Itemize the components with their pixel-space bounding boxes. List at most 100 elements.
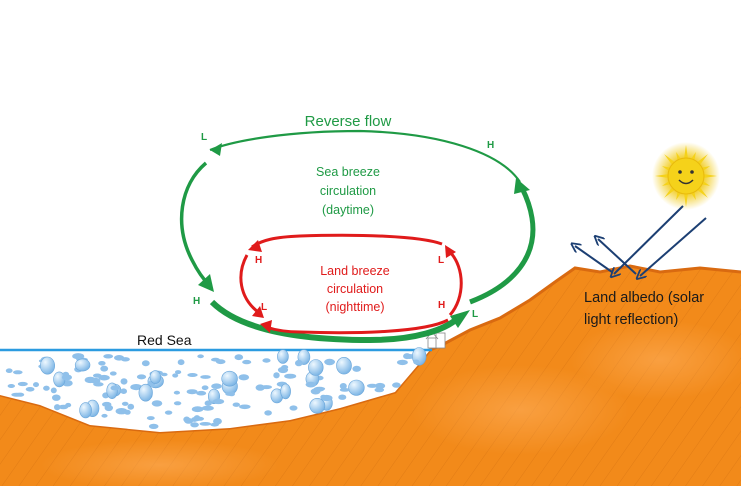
water-droplet [39,356,55,375]
water-droplet [403,353,411,360]
water-droplet [305,381,316,388]
land-breeze-descending-arrow [239,254,259,314]
water-droplet [284,373,297,379]
sea-breeze-label-line-1: Sea breeze [316,165,380,179]
water-droplet [190,422,199,428]
reflected-ray-1 [575,246,613,273]
water-droplet [103,354,114,359]
water-droplet [186,389,198,395]
water-droplet [242,359,252,365]
water-droplet [164,410,173,415]
water-droplet [177,359,185,366]
water-droplet [413,359,420,365]
water-droplet [121,401,129,406]
sun-ray [702,174,717,178]
water-droplet [98,361,106,366]
water-droplet [336,357,352,375]
water-droplet [211,357,220,362]
water-droplet [375,382,386,389]
water-droplet [212,398,225,405]
incoming-solar-ray-2 [640,217,707,276]
water-droplet [200,375,211,379]
land-albedo-label-line-2: light reflection) [584,312,678,328]
sun-rays [655,145,717,207]
water-droplet [277,349,289,364]
water-droplet [210,422,219,427]
land-terrain [0,264,741,486]
sea-breeze-label-line-3: (daytime) [322,203,374,217]
water-droplet [5,368,13,374]
sun-ray [664,154,676,166]
water-droplet [280,383,291,400]
water-droplet [232,402,240,407]
water-droplet [101,413,108,418]
water-droplet [392,382,401,388]
water-droplet [197,354,204,359]
water-droplet [110,385,120,391]
land-breeze-label-line-3: (nighttime) [325,300,384,314]
water-droplet [211,383,222,390]
water-droplet [104,404,114,412]
water-droplet [7,384,15,388]
water-droplet [221,370,238,387]
water-droplet [65,402,72,408]
water-droplet [193,415,201,422]
water-droplet [191,406,204,413]
water-droplet [308,359,324,376]
sun-ray [664,186,676,198]
water-droplet [260,385,272,390]
water-droplet [187,373,198,377]
water-droplet [12,370,23,375]
water-droplet [16,392,25,397]
rising-air-arrow [469,186,536,305]
land-breeze-lower-right-pressure: H [438,300,445,311]
water-droplet [33,382,39,388]
water-droplet [74,358,91,372]
sea-breeze-surface-arrow [209,299,461,344]
land-breeze-circulation [239,233,463,335]
sun-ray [684,145,688,160]
incoming-solar-ray-1 [614,205,684,274]
water-droplet [79,402,92,419]
coastal-buildings-icon [425,331,446,349]
water-droplet [277,366,289,374]
water-droplet [151,400,163,407]
water-droplet [175,370,182,375]
water-droplet [120,388,127,395]
water-droplet [127,403,135,410]
water-droplet [262,358,271,363]
smiling-sun-icon [652,142,720,210]
water-droplet [17,381,28,387]
water-droplet [264,410,272,416]
water-droplet [146,416,155,421]
water-droplet [238,374,250,381]
land-breeze-upper-arrow [251,233,443,249]
water-droplet [173,401,182,406]
solar-reflection-arrows [575,205,707,276]
water-droplet [366,383,378,388]
water-droplet [234,354,244,361]
land-breeze-label-line-2: circulation [327,282,383,296]
water-droplet [352,365,362,372]
reverse-flow-label: Reverse flow [305,113,392,130]
water-droplet [93,373,102,378]
water-droplet [339,383,347,390]
water-droplet [239,404,251,410]
water-droplet [196,390,207,396]
land-breeze-rising-arrow [448,250,463,316]
red-sea-label: Red Sea [137,332,192,348]
land-breeze-upper-right-pressure: L [438,255,444,266]
water-droplet [141,360,150,367]
land-breeze-upper-left-pressure: H [255,255,262,266]
water-droplet [25,387,35,392]
water-droplet [50,387,57,394]
water-droplet [106,382,118,399]
water-droplet [396,359,408,366]
water-droplet [52,394,61,401]
water-droplet [313,387,325,392]
water-droplet [204,400,212,407]
sea-breeze-upper-right-pressure: H [487,140,494,151]
water-droplet [43,385,50,391]
land-breeze-label-line-1: Land breeze [320,264,390,278]
